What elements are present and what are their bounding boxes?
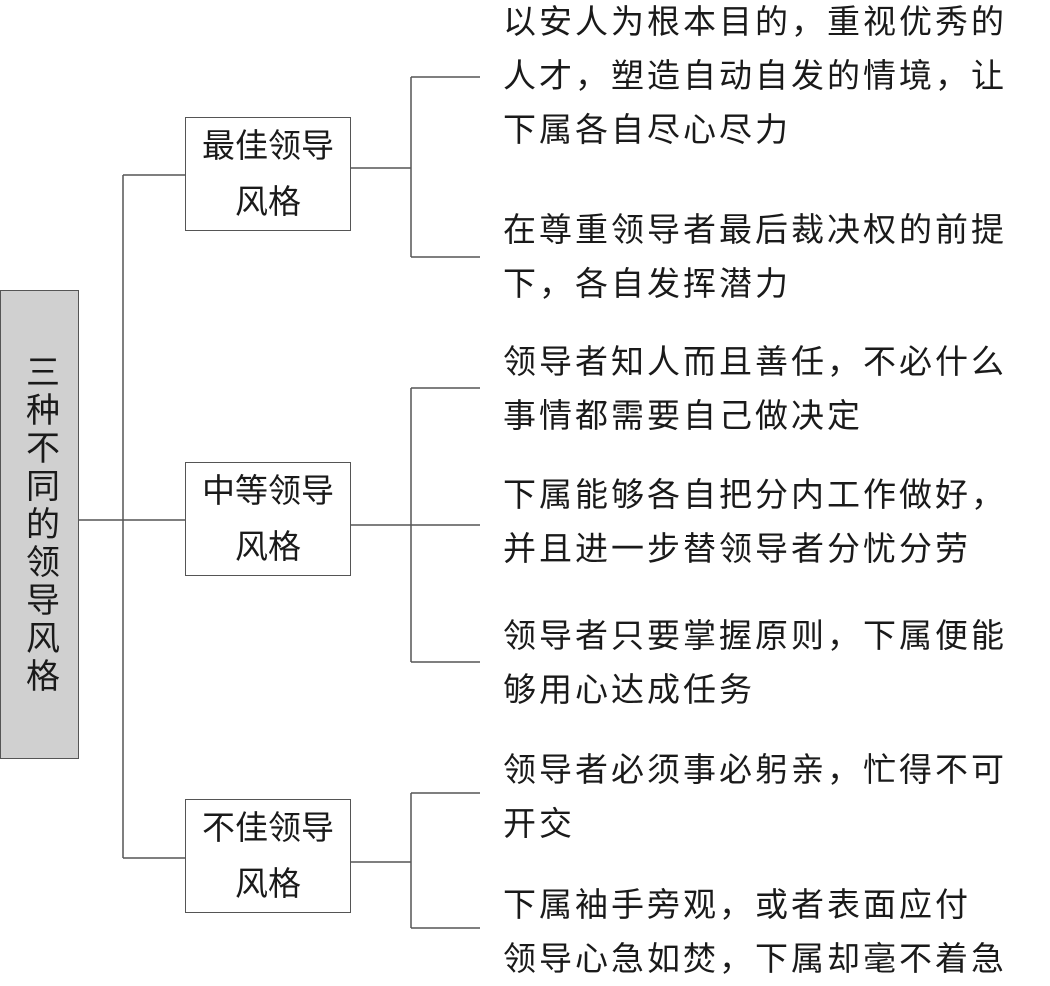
leaf-item: 领导者只要掌握原则，下属便能 够用心达成任务 — [503, 609, 1050, 717]
leaf-line: 领导心急如焚，下属却毫不着急 — [503, 939, 1007, 978]
leaf-line: 下属能够各自把分内工作做好， — [503, 475, 1007, 514]
root-node: 三种不同的领导风格 — [0, 290, 79, 759]
branch-label: 风格 — [235, 864, 301, 903]
branch2-bracket — [351, 387, 480, 663]
leaf-line: 领导者只要掌握原则，下属便能 — [503, 616, 1007, 655]
leaf-item: 领导者知人而且善任，不必什么 事情都需要自己做决定 — [503, 335, 1050, 443]
branch-label: 最佳领导 — [202, 126, 334, 165]
leaf-line: 以安人为根本目的，重视优秀的 — [503, 2, 1007, 41]
branch-label: 不佳领导 — [202, 808, 334, 847]
branch1-bracket — [351, 76, 480, 258]
leaf-item: 领导者必须事必躬亲，忙得不可 开交 — [503, 743, 1050, 851]
leaf-line: 够用心达成任务 — [503, 670, 755, 709]
leaf-item: 以安人为根本目的，重视优秀的 人才，塑造自动自发的情境，让 下属各自尽心尽力 — [503, 0, 1050, 157]
root-connector — [79, 174, 185, 859]
leaf-item: 下属袖手旁观，或者表面应付 领导心急如焚，下属却毫不着急 — [503, 878, 1050, 986]
leaf-line: 领导者知人而且善任，不必什么 — [503, 342, 1007, 381]
leaf-line: 人才，塑造自动自发的情境，让 — [503, 56, 1007, 95]
branch3-bracket — [351, 792, 480, 929]
leaf-line: 并且进一步替领导者分忧分劳 — [503, 529, 971, 568]
branch-label: 中等领导 — [202, 471, 334, 510]
leaf-item: 在尊重领导者最后裁决权的前提 下，各自发挥潜力 — [503, 203, 1050, 311]
leaf-line: 下，各自发挥潜力 — [503, 264, 791, 303]
branch-medium-style: 中等领导 风格 — [185, 462, 351, 576]
leaf-line: 在尊重领导者最后裁决权的前提 — [503, 210, 1007, 249]
branch-best-style: 最佳领导 风格 — [185, 117, 351, 231]
branch-label: 风格 — [235, 182, 301, 221]
leaf-line: 事情都需要自己做决定 — [503, 396, 863, 435]
branch-label: 风格 — [235, 527, 301, 566]
root-label: 三种不同的领导风格 — [19, 353, 60, 696]
leaf-line: 领导者必须事必躬亲，忙得不可 — [503, 750, 1007, 789]
leaf-item: 下属能够各自把分内工作做好， 并且进一步替领导者分忧分劳 — [503, 468, 1050, 576]
leaf-line: 下属各自尽心尽力 — [503, 110, 791, 149]
branch-poor-style: 不佳领导 风格 — [185, 799, 351, 913]
leaf-line: 下属袖手旁观，或者表面应付 — [503, 885, 971, 924]
leaf-line: 开交 — [503, 804, 575, 843]
